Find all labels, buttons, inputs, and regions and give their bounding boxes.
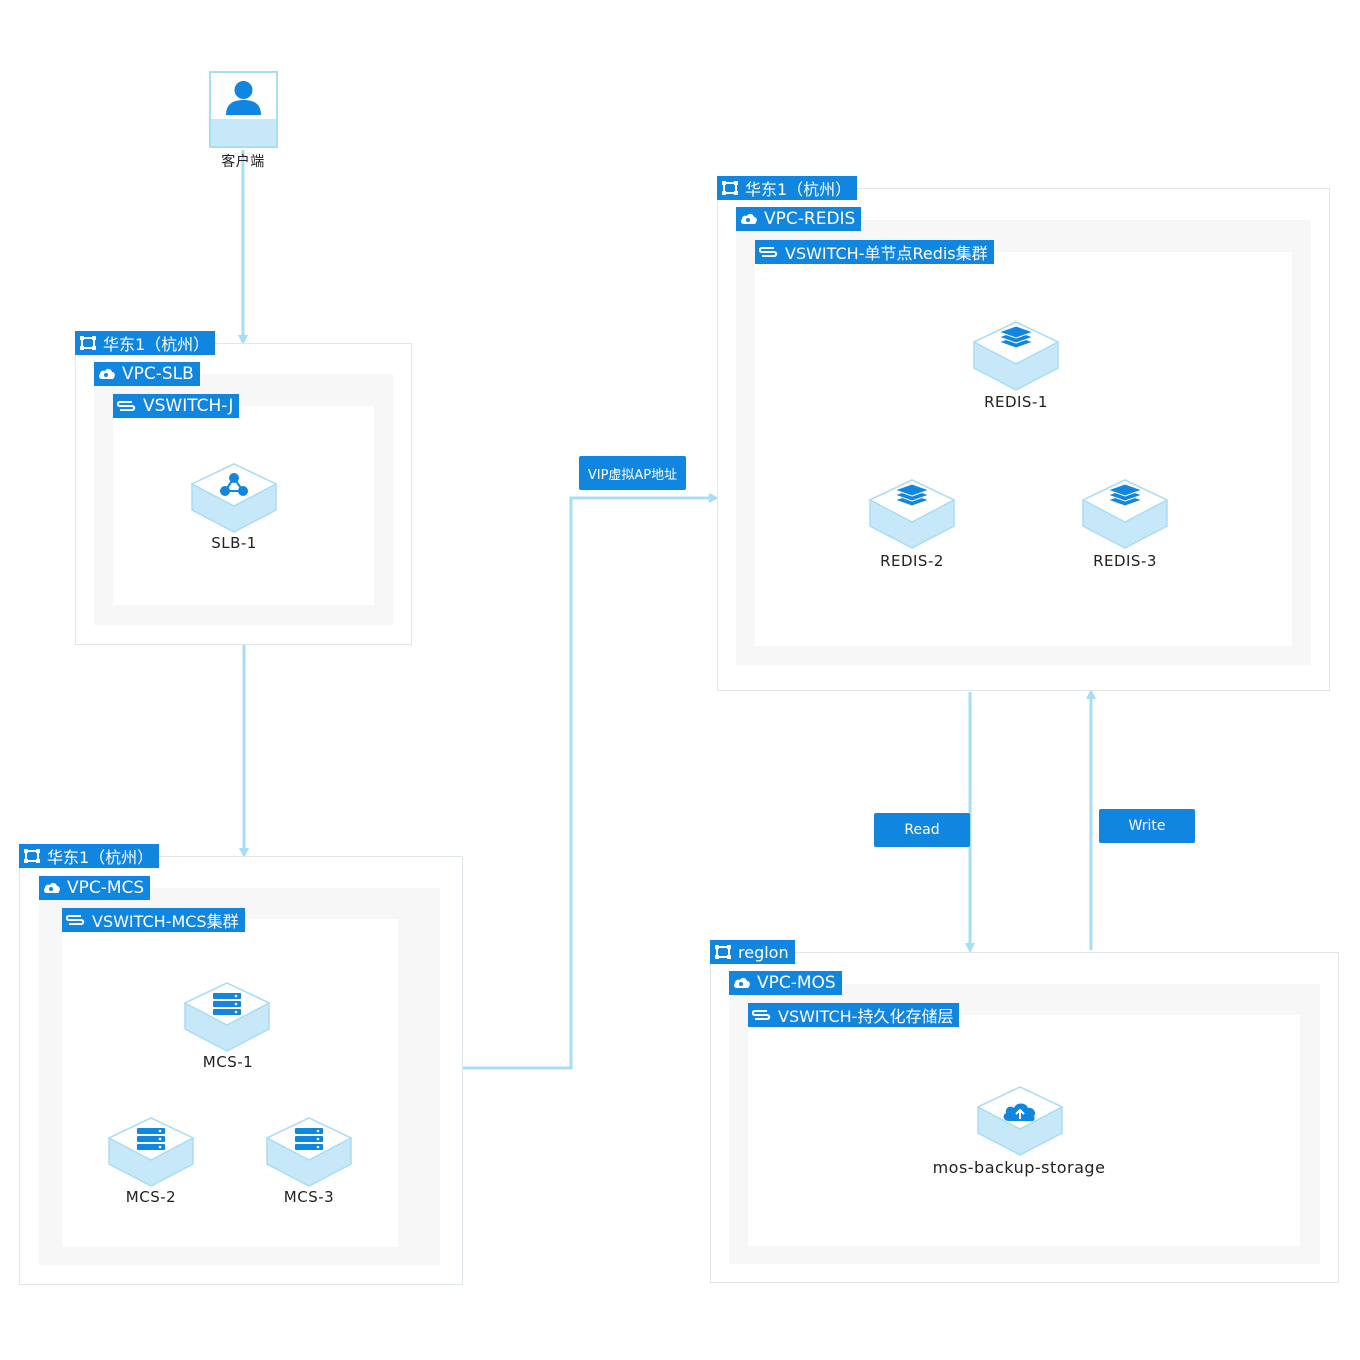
cloud-icon — [740, 213, 757, 224]
redis-1-label: REDIS-1 — [984, 393, 1048, 411]
slb-icon — [190, 463, 278, 533]
vpc-label: VPC-MOS — [757, 973, 836, 993]
vswitch-tag-redis[interactable]: VSWITCH-单节点Redis集群 — [755, 240, 994, 264]
vpc-tag-mcs[interactable]: VPC-MCS — [39, 876, 151, 900]
redis-2-label: REDIS-2 — [880, 552, 944, 570]
edge-label-vip[interactable]: VIP虚拟AP地址 — [579, 456, 686, 490]
vswitch-label: VSWITCH-单节点Redis集群 — [785, 244, 988, 263]
vswitch-icon — [117, 401, 136, 411]
region-tag-mos[interactable]: reglon — [710, 940, 795, 964]
vpc-tag-redis[interactable]: VPC-REDIS — [736, 207, 862, 231]
vswitch-tag-mcs[interactable]: VSWITCH-MCS集群 — [62, 908, 245, 932]
region-tag-slb[interactable]: 华东1（杭州） — [75, 331, 216, 355]
slb-label: SLB-1 — [211, 534, 257, 552]
redis-2-node[interactable] — [868, 478, 956, 550]
mcs-3-node[interactable] — [265, 1116, 353, 1188]
region-icon — [24, 849, 40, 863]
vswitch-icon — [752, 1010, 771, 1020]
client-label: 客户端 — [221, 154, 265, 170]
region-tag-mcs[interactable]: 华东1（杭州） — [19, 844, 160, 868]
vswitch-tag-slb[interactable]: VSWITCH-J — [113, 394, 240, 418]
vpc-label: VPC-SLB — [122, 364, 194, 384]
vswitch-box-mcs — [62, 919, 398, 1247]
cloud-icon — [43, 882, 60, 893]
cloud-icon — [733, 977, 750, 988]
user-icon — [209, 71, 278, 148]
vswitch-box-redis — [755, 252, 1292, 646]
redis-icon — [1081, 479, 1169, 549]
vswitch-label: VSWITCH-J — [143, 396, 234, 416]
server-icon — [107, 1117, 195, 1187]
region-icon — [722, 181, 738, 195]
vpc-label: VPC-MCS — [67, 878, 145, 898]
client-node[interactable] — [209, 71, 278, 148]
mos-storage-node[interactable] — [976, 1085, 1064, 1157]
edge-label-read[interactable]: Read — [874, 813, 970, 847]
vswitch-label: VSWITCH-MCS集群 — [92, 912, 239, 931]
cloud-icon — [98, 368, 115, 379]
vpc-tag-mos[interactable]: VPC-MOS — [729, 971, 842, 995]
vswitch-icon — [759, 247, 778, 257]
redis-icon — [868, 479, 956, 549]
region-label: 华东1（杭州） — [47, 848, 154, 867]
vpc-label: VPC-REDIS — [764, 209, 856, 229]
edge-label-write[interactable]: Write — [1099, 809, 1195, 843]
vswitch-label: VSWITCH-持久化存储层 — [778, 1007, 954, 1026]
mcs-2-label: MCS-2 — [125, 1188, 177, 1206]
vpc-tag-slb[interactable]: VPC-SLB — [94, 362, 200, 386]
redis-icon — [972, 321, 1060, 391]
region-icon — [80, 336, 96, 350]
region-icon — [715, 945, 731, 959]
cloud-storage-icon — [976, 1086, 1064, 1156]
redis-3-label: REDIS-3 — [1093, 552, 1157, 570]
redis-3-node[interactable] — [1081, 478, 1169, 550]
vswitch-tag-mos[interactable]: VSWITCH-持久化存储层 — [748, 1003, 960, 1027]
region-tag-redis[interactable]: 华东1（杭州） — [717, 176, 858, 200]
mos-storage-label: mos-backup-storage — [932, 1158, 1106, 1177]
mcs-3-label: MCS-3 — [283, 1188, 335, 1206]
mcs-1-node[interactable] — [183, 981, 271, 1053]
mcs-1-label: MCS-1 — [202, 1053, 254, 1071]
redis-1-node[interactable] — [972, 320, 1060, 392]
server-icon — [265, 1117, 353, 1187]
region-label: 华东1（杭州） — [745, 180, 852, 199]
slb-node[interactable] — [190, 462, 278, 534]
server-icon — [183, 982, 271, 1052]
mcs-2-node[interactable] — [107, 1116, 195, 1188]
region-label: reglon — [738, 942, 789, 962]
vswitch-icon — [66, 915, 85, 925]
edge-mcs-redis — [463, 493, 719, 1070]
region-label: 华东1（杭州） — [103, 335, 210, 354]
